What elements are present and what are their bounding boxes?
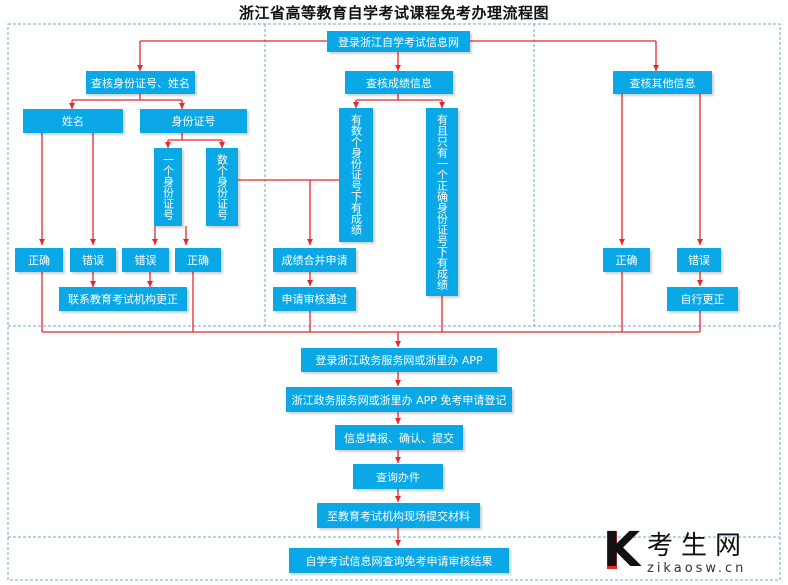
id-wrong-box: 错误 bbox=[122, 248, 169, 272]
check-other-box: 查核其他信息 bbox=[613, 71, 712, 94]
logo-url: zikaosw.cn bbox=[647, 561, 747, 576]
gov-register-box: 浙江政务服务网或浙里办 APP 免考申请登记 bbox=[286, 387, 512, 412]
check-id-name-box: 查核身份证号、姓名 bbox=[86, 71, 195, 94]
page-title: 浙江省高等教育自学考试课程免考办理流程图 bbox=[238, 4, 549, 22]
logo-k-letter: K bbox=[603, 522, 641, 578]
id-number-box: 身份证号 bbox=[140, 109, 247, 133]
logo-brand-name: 考生网 bbox=[647, 531, 750, 561]
logo-k-accent-icon bbox=[607, 531, 617, 569]
login-exam-site-box: 登录浙江自学考试信息网 bbox=[327, 31, 470, 52]
login-gov-box: 登录浙江政务服务网或浙里办 APP bbox=[301, 348, 497, 372]
scores-multi-id-box: 有数个身份证号下有成绩 bbox=[339, 108, 373, 242]
name-wrong-box: 错误 bbox=[70, 248, 116, 272]
merge-apply-box: 成绩合并申请 bbox=[273, 248, 356, 272]
fill-info-box: 信息填报、确认、提交 bbox=[335, 425, 463, 450]
multi-id-box: 数个身份证号 bbox=[206, 148, 238, 226]
id-correct-box: 正确 bbox=[175, 248, 221, 272]
one-id-box: 一个身份证号 bbox=[154, 148, 182, 226]
submit-materials-box: 至教育考试机构现场提交材料 bbox=[317, 503, 480, 528]
contact-agency-box: 联系教育考试机构更正 bbox=[59, 287, 187, 311]
self-correct-box: 自行更正 bbox=[667, 287, 738, 311]
dashed-frame bbox=[7, 23, 781, 581]
other-correct-box: 正确 bbox=[603, 248, 650, 272]
review-pass-box: 申请审核通过 bbox=[273, 287, 356, 311]
name-box: 姓名 bbox=[23, 109, 123, 133]
watermark-logo: K 考生网 zikaosw.cn bbox=[603, 525, 785, 583]
name-correct-box: 正确 bbox=[15, 248, 63, 272]
scores-single-id-box: 有且只有一个正确身份证号下有成绩 bbox=[426, 108, 458, 296]
query-status-box: 查询办件 bbox=[353, 464, 443, 489]
check-scores-box: 查核成绩信息 bbox=[345, 71, 453, 94]
query-result-box: 自学考试信息网查询免考申请审核结果 bbox=[289, 548, 509, 573]
other-wrong-box: 错误 bbox=[677, 248, 721, 272]
